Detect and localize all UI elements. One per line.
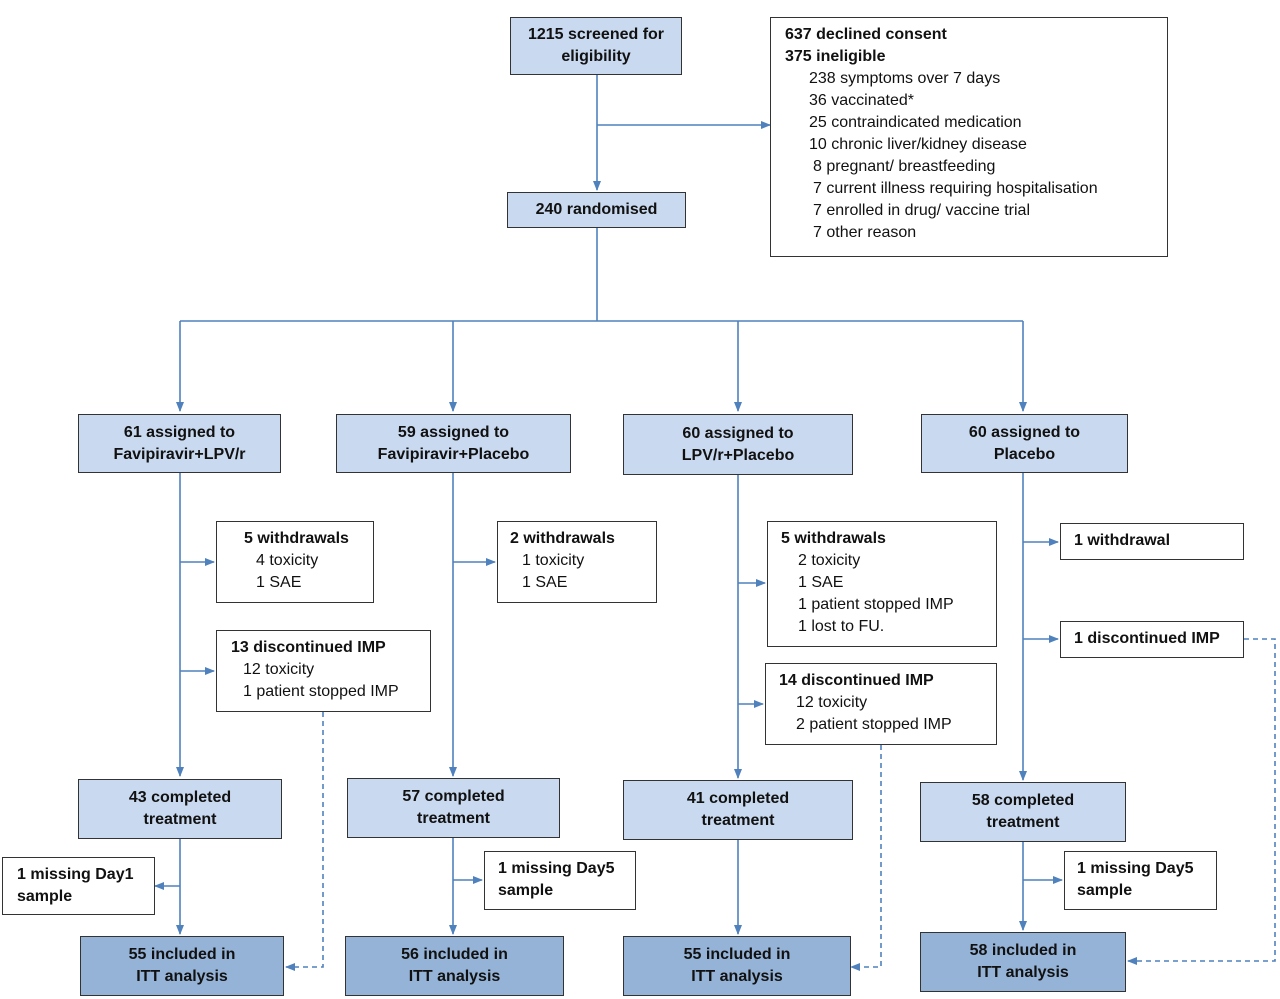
screened-box: 1215 screened for eligibility — [510, 17, 682, 75]
randomised-box: 240 randomised — [507, 192, 686, 228]
arm2-assigned-line1: 59 assigned to — [397, 423, 510, 441]
declined-consent: 637 declined consent — [785, 26, 947, 43]
arm3-completed-line1: 41 completed — [686, 790, 790, 807]
arm2-withdrawal-reason: 1 toxicity — [522, 552, 585, 569]
arm3-assigned-box: 60 assigned to LPV/r+Placebo — [623, 414, 853, 475]
arm1-withdrawal-reason: 4 toxicity — [256, 552, 319, 569]
arm4-withdrawal-box: 1 withdrawal — [1060, 523, 1244, 560]
ineligible-reason: 8 pregnant/ breastfeeding — [813, 158, 996, 175]
arm4-missing-line1: 1 missing Day5 — [1077, 860, 1194, 877]
arm3-discontinued-box: 14 discontinued IMP 12 toxicity 2 patien… — [765, 663, 997, 745]
arm4-completed-line1: 58 completed — [971, 792, 1075, 809]
arm1-withdrawal-reason: 1 SAE — [256, 574, 302, 591]
arm4-discontinued-box: 1 discontinued IMP — [1060, 621, 1244, 658]
ineligible-reason: 10 chronic liver/kidney disease — [809, 136, 1027, 153]
arm1-discontinued-head: 13 discontinued IMP — [231, 639, 386, 656]
arm1-completed-line1: 43 completed — [128, 789, 232, 806]
arm3-withdrawals-box: 5 withdrawals 2 toxicity 1 SAE 1 patient… — [767, 521, 997, 647]
ineligible-count: 375 ineligible — [785, 48, 886, 65]
arm3-discontinued-head: 14 discontinued IMP — [779, 672, 934, 689]
arm4-assigned-line1: 60 assigned to — [968, 423, 1081, 441]
arm3-itt-line1: 55 included in — [683, 946, 791, 963]
ineligible-reason: 7 enrolled in drug/ vaccine trial — [813, 202, 1031, 219]
arm4-dashed-readd — [1127, 638, 1276, 965]
arm1-withdrawals-head: 5 withdrawals — [244, 530, 349, 547]
screened-line1: 1215 screened for — [527, 26, 665, 43]
arm1-missing-line1: 1 missing Day1 — [17, 866, 134, 883]
arm1-assigned-line1: 61 assigned to — [123, 423, 236, 441]
arm4-completed-box: 58 completed treatment — [920, 782, 1126, 842]
arm1-discontinued-reason: 1 patient stopped IMP — [243, 683, 399, 700]
arm1-itt-line1: 55 included in — [128, 946, 236, 963]
arm2-missing-box: 1 missing Day5 sample — [484, 851, 636, 910]
arm2-assigned-line2: Favipiravir+Placebo — [377, 445, 530, 463]
arm1-assigned-box: 61 assigned to Favipiravir+LPV/r — [78, 414, 281, 473]
arm2-itt-line2: ITT analysis — [408, 968, 501, 985]
ineligible-reason: 7 other reason — [813, 224, 917, 241]
arm2-completed-line2: treatment — [417, 810, 490, 827]
ineligible-reason: 36 vaccinated* — [809, 92, 914, 109]
arm1-completed-box: 43 completed treatment — [78, 779, 282, 839]
arm1-discontinued-reason: 12 toxicity — [243, 661, 315, 678]
arm3-withdrawal-reason: 1 patient stopped IMP — [798, 596, 954, 613]
arm2-withdrawals-box: 2 withdrawals 1 toxicity 1 SAE — [497, 521, 657, 603]
arm4-itt-line1: 58 included in — [969, 942, 1077, 959]
arm3-withdrawals-head: 5 withdrawals — [781, 530, 886, 547]
arm1-withdrawals-box: 5 withdrawals 4 toxicity 1 SAE — [216, 521, 374, 603]
arm1-missing-line2: sample — [17, 888, 73, 905]
arm3-assigned-line1: 60 assigned to — [682, 424, 794, 442]
arm3-completed-line2: treatment — [701, 812, 775, 829]
arm2-completed-line1: 57 completed — [402, 788, 505, 805]
arm4-discontinued-head: 1 discontinued IMP — [1074, 630, 1220, 647]
arm3-discontinued-reason: 2 patient stopped IMP — [796, 716, 952, 733]
ineligible-reason: 238 symptoms over 7 days — [809, 70, 1001, 87]
arm1-missing-box: 1 missing Day1 sample — [2, 857, 155, 915]
arm1-dashed-readd — [285, 712, 324, 971]
arm1-assigned-line2: Favipiravir+LPV/r — [113, 445, 246, 463]
arm3-completed-box: 41 completed treatment — [623, 780, 853, 840]
arm4-withdrawal-head: 1 withdrawal — [1074, 532, 1171, 549]
arm3-itt-box: 55 included in ITT analysis — [623, 936, 851, 996]
arm3-withdrawal-reason: 2 toxicity — [798, 552, 861, 569]
arm4-completed-line2: treatment — [986, 814, 1060, 831]
arm4-itt-line2: ITT analysis — [977, 964, 1069, 981]
arm4-missing-box: 1 missing Day5 sample — [1064, 851, 1217, 910]
arm3-dashed-readd — [850, 745, 882, 971]
ineligible-reason: 25 contraindicated medication — [809, 114, 1022, 131]
arm3-withdrawal-reason: 1 SAE — [798, 574, 844, 591]
screened-line2: eligibility — [561, 48, 631, 65]
arm2-missing-line1: 1 missing Day5 — [498, 860, 615, 877]
arm1-discontinued-box: 13 discontinued IMP 12 toxicity 1 patien… — [216, 630, 431, 712]
arm3-assigned-line2: LPV/r+Placebo — [681, 446, 795, 464]
arm3-discontinued-reason: 12 toxicity — [796, 694, 868, 711]
ineligible-reason: 7 current illness requiring hospitalisat… — [813, 180, 1098, 197]
arm2-missing-line2: sample — [498, 882, 554, 899]
arm1-completed-line2: treatment — [143, 811, 217, 828]
arm2-completed-box: 57 completed treatment — [347, 778, 560, 838]
arm4-itt-box: 58 included in ITT analysis — [920, 932, 1126, 992]
randomised-label: 240 randomised — [535, 201, 658, 218]
arm2-itt-box: 56 included in ITT analysis — [345, 936, 564, 996]
arm2-withdrawal-reason: 1 SAE — [522, 574, 568, 591]
arm2-itt-line1: 56 included in — [401, 946, 508, 963]
arm2-withdrawals-head: 2 withdrawals — [510, 530, 615, 547]
arm1-itt-box: 55 included in ITT analysis — [80, 936, 284, 996]
arm3-withdrawal-reason: 1 lost to FU. — [798, 618, 885, 635]
excluded-box: 637 declined consent 375 ineligible 238 … — [770, 17, 1168, 257]
arm3-itt-line2: ITT analysis — [691, 968, 783, 985]
arm1-itt-line2: ITT analysis — [136, 968, 228, 985]
arm2-assigned-box: 59 assigned to Favipiravir+Placebo — [336, 414, 571, 473]
arm4-assigned-line2: Placebo — [993, 445, 1056, 463]
arm4-assigned-box: 60 assigned to Placebo — [921, 414, 1128, 473]
arm4-missing-line2: sample — [1077, 882, 1133, 899]
